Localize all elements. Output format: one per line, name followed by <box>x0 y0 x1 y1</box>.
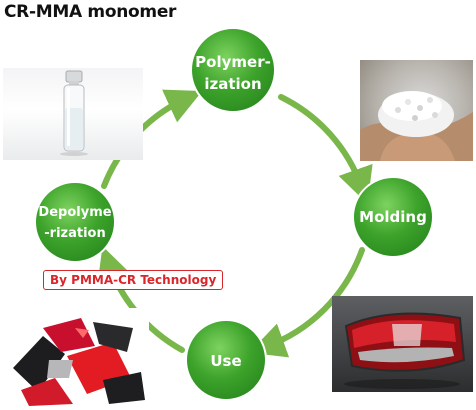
node-molding: Molding <box>352 176 434 258</box>
pellets-photo <box>360 60 473 161</box>
node-polymerization: Polymer- ization <box>190 27 276 113</box>
scrap-photo <box>3 308 149 408</box>
node-depolymerization: Depolyme -rization <box>34 181 116 263</box>
scrap-icon <box>13 318 145 406</box>
tail-lamp-icon <box>344 312 466 389</box>
node-depolymerization-line2: -rization <box>44 226 105 241</box>
node-polymerization-line1: Polymer- <box>195 53 271 71</box>
vial-icon <box>60 70 88 156</box>
tail-lamp-photo <box>332 296 473 392</box>
node-depolymerization-line1: Depolyme <box>38 205 111 220</box>
node-use: Use <box>185 319 267 401</box>
technology-badge: By PMMA-CR Technology <box>43 270 224 290</box>
monomer-vial-photo <box>3 68 143 160</box>
pellets-icon <box>360 91 473 161</box>
page-title: CR-MMA monomer <box>4 2 177 22</box>
arrow-molding-to-use <box>249 247 365 358</box>
node-use-label: Use <box>210 352 241 370</box>
node-molding-label: Molding <box>359 208 427 226</box>
arrow-polymerization-to-molding <box>278 94 373 204</box>
node-polymerization-line2: ization <box>204 75 261 93</box>
